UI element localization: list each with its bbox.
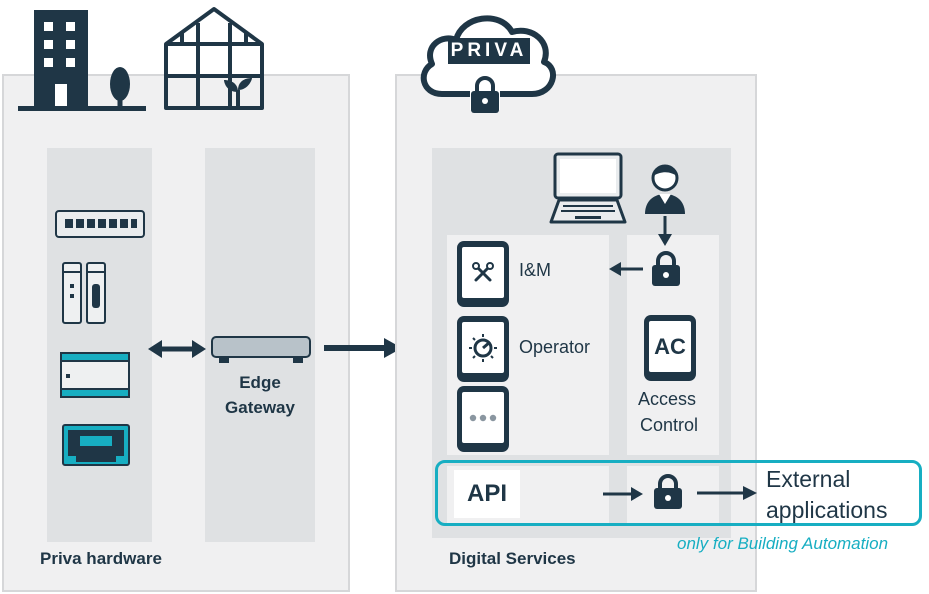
din-rail-module-icon	[62, 262, 106, 324]
display-controller-icon	[62, 424, 130, 466]
priva-hardware-caption: Priva hardware	[40, 549, 162, 568]
user-icon	[645, 164, 685, 214]
down-arrow	[658, 216, 672, 246]
cloud-lock-icon	[471, 76, 499, 113]
im-app-tile[interactable]	[457, 241, 509, 307]
api-highlight-frame	[435, 460, 922, 526]
lock-arrow-to-external	[697, 486, 757, 500]
building-automation-note: only for Building Automation	[677, 534, 889, 553]
connection-arrow	[324, 338, 402, 358]
tools-icon	[472, 261, 494, 281]
controller-unit-icon	[60, 352, 130, 398]
access-control-tile[interactable]: AC	[644, 315, 696, 381]
greenhouse-icon	[164, 7, 264, 110]
external-applications-line2: applications	[766, 497, 888, 523]
operator-app-label: Operator	[519, 337, 591, 357]
network-switch-icon	[55, 210, 145, 238]
im-app-label: I&M	[519, 260, 552, 280]
api-box[interactable]	[454, 470, 520, 518]
laptop-icon	[549, 152, 627, 224]
left-arrow	[609, 262, 643, 276]
access-control-label-line1: Access	[637, 389, 697, 409]
access-lock-icon	[652, 251, 680, 286]
office-building-icon	[18, 10, 146, 111]
sun-dial-icon	[469, 333, 497, 362]
edge-gateway-label-line2: Gateway	[225, 398, 295, 417]
api-lock-icon	[654, 474, 682, 509]
hardware-column	[47, 148, 152, 542]
digital-services-caption: Digital Services	[449, 549, 576, 568]
external-applications-line1: External	[766, 466, 851, 492]
access-control-tile-text: AC	[654, 333, 686, 359]
more-apps-tile[interactable]	[457, 386, 509, 452]
more-dots-icon	[469, 414, 497, 421]
operator-app-tile[interactable]	[457, 316, 509, 382]
priva-logo: PRIVA	[448, 38, 530, 64]
access-control-label-line2: Control	[639, 415, 699, 435]
edge-gateway-device-icon	[211, 336, 311, 363]
bidirectional-arrow	[148, 340, 206, 358]
api-label: API	[466, 480, 507, 507]
api-arrow-to-lock	[603, 487, 643, 501]
edge-gateway-label-line1: Edge	[239, 373, 281, 392]
